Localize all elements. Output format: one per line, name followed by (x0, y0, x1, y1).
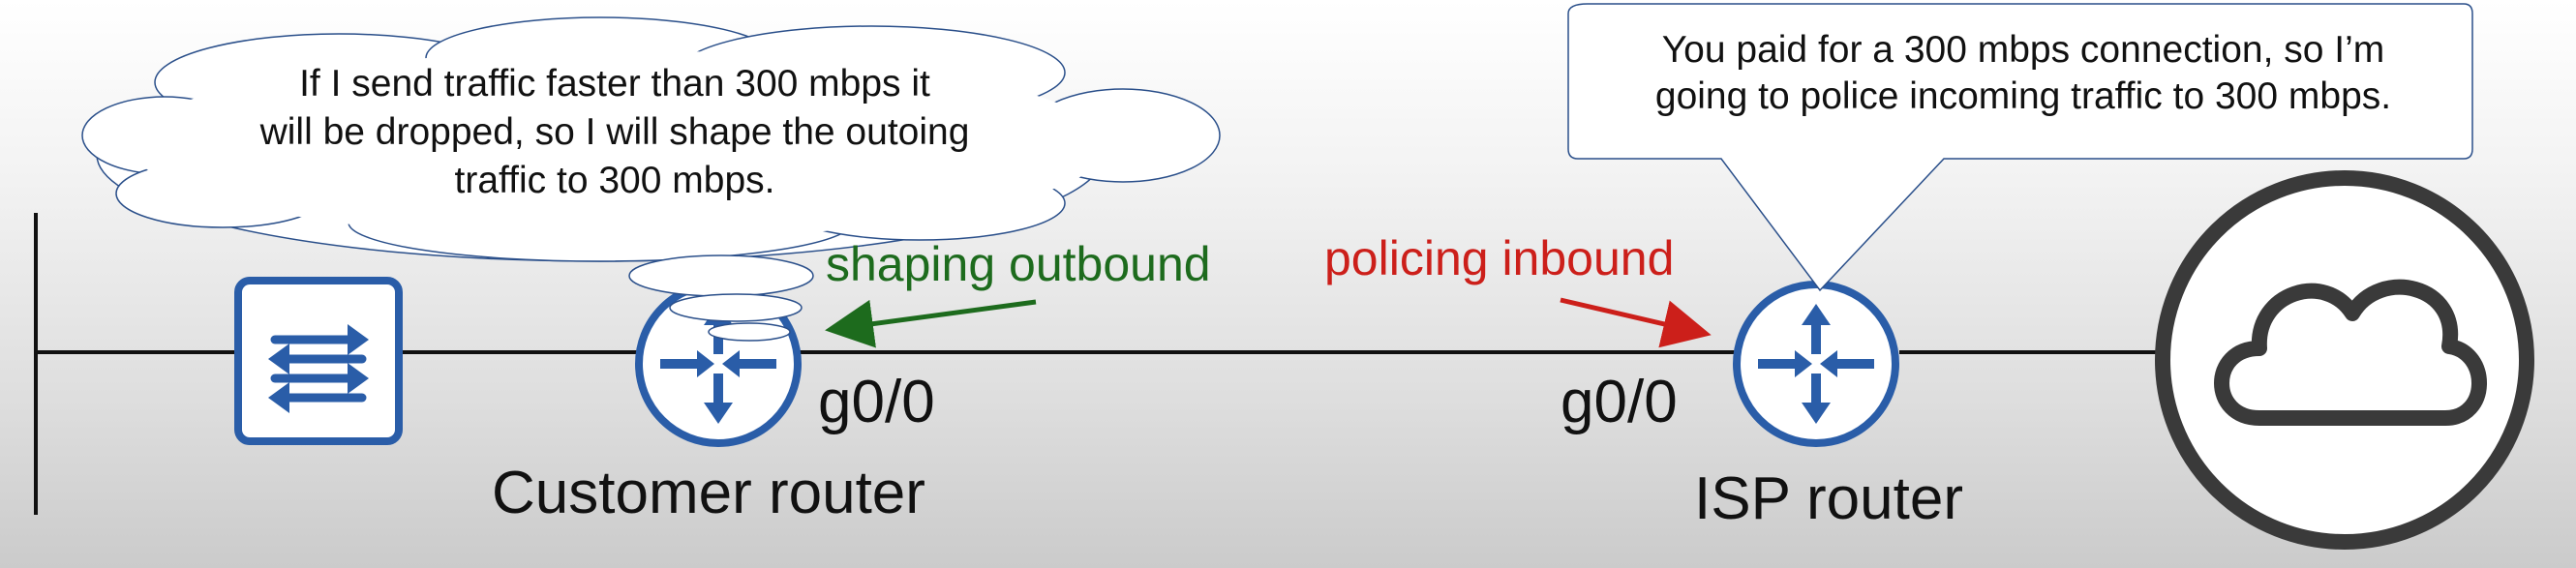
isp-speech-line-2: going to police incoming traffic to 300 … (1654, 75, 2392, 117)
switch-icon (234, 277, 403, 445)
isp-router-label: ISP router (1694, 465, 1964, 532)
isp-speech-text: You paid for a 300 mbps connection, so I… (1578, 27, 2469, 120)
isp-interface-label: g0/0 (1561, 369, 1678, 435)
shaping-label: shaping outbound (826, 237, 1211, 291)
shaping-arrow (825, 299, 1037, 348)
isp-speech-line-1: You paid for a 300 mbps connection, so I… (1661, 29, 2385, 71)
customer-thought-line-2: will be dropped, so I will shape the out… (259, 111, 970, 153)
internet-cloud-icon (2155, 170, 2534, 550)
policing-label: policing inbound (1324, 231, 1675, 285)
thought-cloud-fill (131, 50, 1108, 240)
customer-thought-line-1: If I send traffic faster than 300 mbps i… (299, 63, 930, 105)
customer-thought-line-3: traffic to 300 mbps. (454, 160, 775, 201)
customer-router-label: Customer router (492, 460, 925, 526)
customer-interface-label: g0/0 (818, 369, 935, 435)
customer-thought-text: If I send traffic faster than 300 mbps i… (194, 60, 1036, 205)
policing-arrow (1560, 297, 1712, 348)
speech-bubble (1567, 3, 2473, 292)
isp-router-icon (1733, 281, 1899, 447)
